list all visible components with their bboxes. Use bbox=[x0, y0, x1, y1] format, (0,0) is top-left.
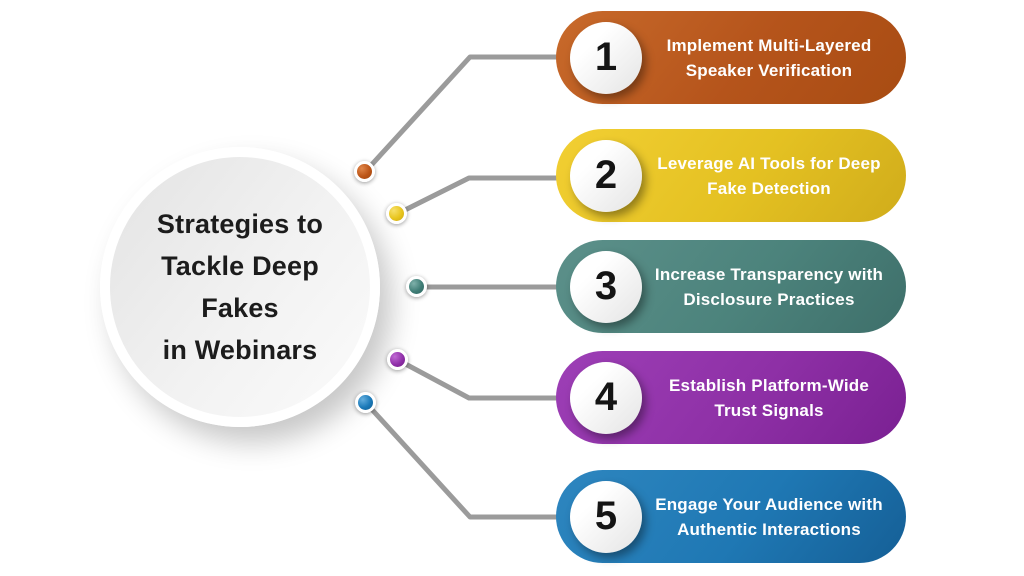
step-number-badge-4: 4 bbox=[570, 361, 642, 434]
step-number-1: 1 bbox=[594, 35, 618, 79]
connector-dot-3 bbox=[406, 276, 427, 297]
title-circle: Strategies to Tackle Deep Fakes in Webin… bbox=[100, 147, 380, 427]
step-number-badge-1: 1 bbox=[570, 21, 642, 94]
connector-dot-2 bbox=[386, 203, 407, 224]
step-number-badge-5: 5 bbox=[570, 480, 642, 553]
strategy-label-1-line-2: Speaker Verification bbox=[685, 60, 853, 80]
step-number-5: 5 bbox=[594, 494, 618, 538]
strategy-label-1-line-1: Implement Multi-Layered bbox=[666, 35, 872, 55]
step-number-badge-2: 2 bbox=[570, 139, 642, 212]
strategy-label-3: Increase Transparency with Disclosure Pr… bbox=[642, 262, 906, 312]
title-line-4: in Webinars bbox=[162, 335, 318, 365]
title-line-3: Fakes bbox=[201, 293, 279, 323]
strategy-pill-2: 2 Leverage AI Tools for Deep Fake Detect… bbox=[556, 129, 906, 222]
strategy-label-2: Leverage AI Tools for Deep Fake Detectio… bbox=[642, 151, 906, 201]
strategy-label-1: Implement Multi-Layered Speaker Verifica… bbox=[642, 33, 906, 83]
step-number-3: 3 bbox=[594, 264, 618, 308]
step-number-4: 4 bbox=[594, 375, 618, 419]
strategy-label-2-line-2: Fake Detection bbox=[707, 178, 831, 198]
strategy-label-3-line-2: Disclosure Practices bbox=[683, 289, 855, 309]
connector-dot-4 bbox=[387, 349, 408, 370]
strategy-label-3-line-1: Increase Transparency with bbox=[654, 264, 884, 284]
step-number-badge-3: 3 bbox=[570, 250, 642, 323]
strategy-label-4-line-2: Trust Signals bbox=[714, 400, 824, 420]
strategy-pill-1: 1 Implement Multi-Layered Speaker Verifi… bbox=[556, 11, 906, 104]
strategy-pill-4: 4 Establish Platform-Wide Trust Signals bbox=[556, 351, 906, 444]
step-number-2: 2 bbox=[594, 153, 618, 197]
strategy-label-5: Engage Your Audience with Authentic Inte… bbox=[642, 492, 906, 542]
infographic-title: Strategies to Tackle Deep Fakes in Webin… bbox=[157, 203, 323, 371]
connector-dot-5 bbox=[355, 392, 376, 413]
title-line-2: Tackle Deep bbox=[161, 251, 319, 281]
strategy-label-5-line-2: Authentic Interactions bbox=[677, 519, 861, 539]
connector-dot-1 bbox=[354, 161, 375, 182]
strategy-label-4-line-1: Establish Platform-Wide bbox=[669, 375, 869, 395]
strategy-label-2-line-1: Leverage AI Tools for Deep bbox=[657, 153, 881, 173]
strategy-label-4: Establish Platform-Wide Trust Signals bbox=[642, 373, 906, 423]
strategy-pill-3: 3 Increase Transparency with Disclosure … bbox=[556, 240, 906, 333]
strategy-label-5-line-1: Engage Your Audience with bbox=[655, 494, 883, 514]
title-line-1: Strategies to bbox=[156, 209, 324, 239]
strategy-pill-5: 5 Engage Your Audience with Authentic In… bbox=[556, 470, 906, 563]
